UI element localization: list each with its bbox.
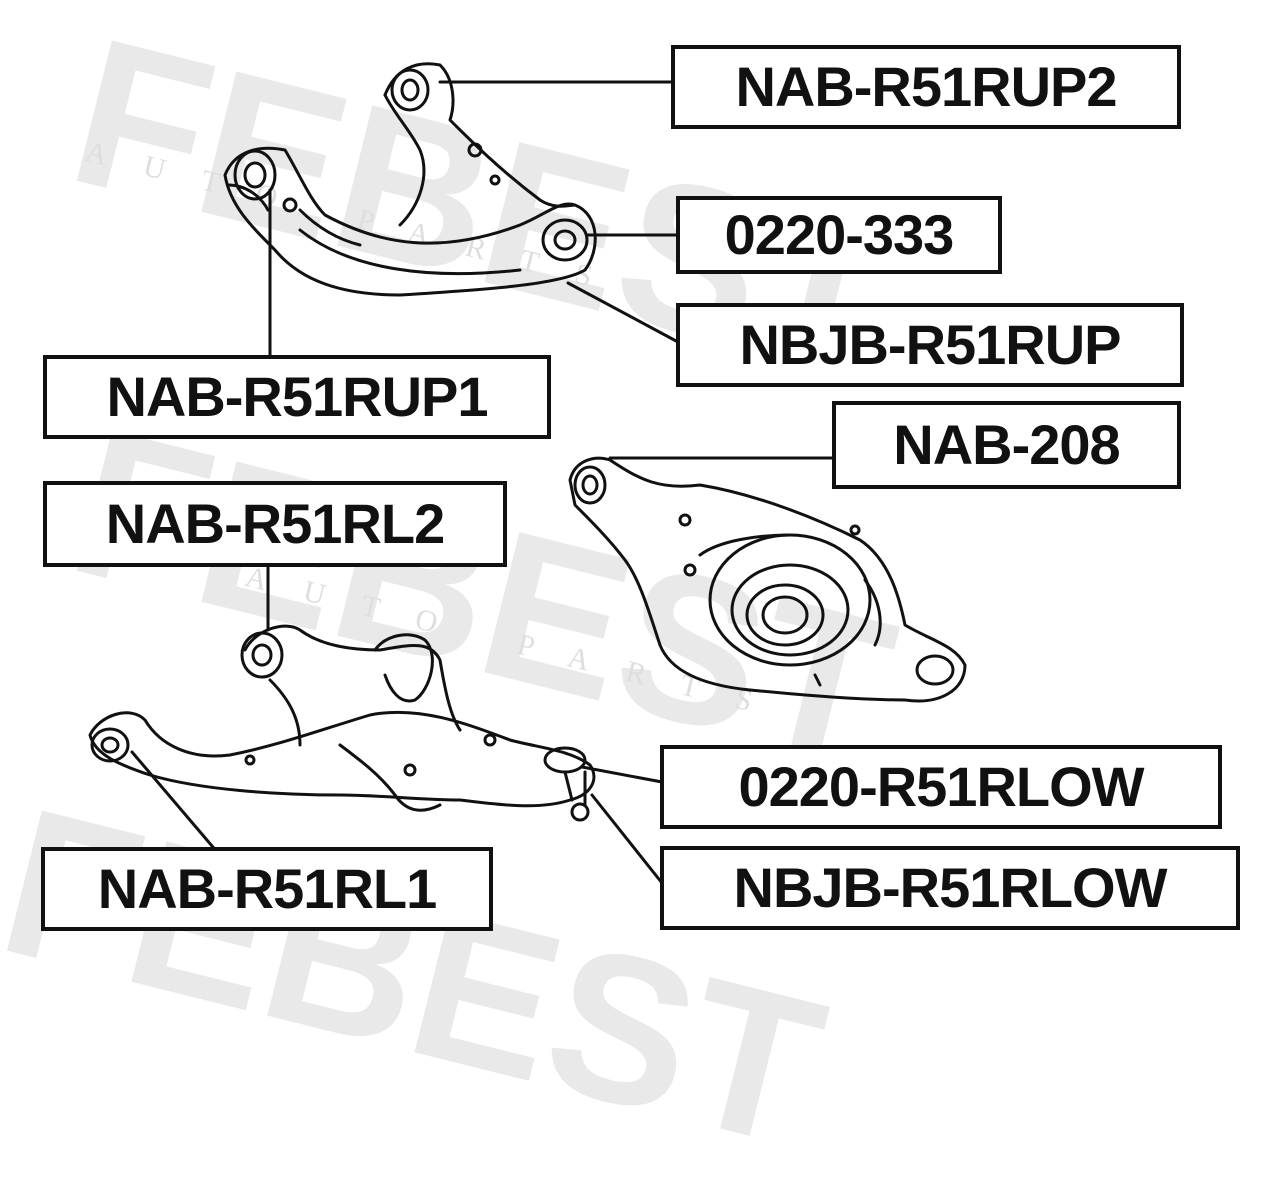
part-label-nab-r51rup2: NAB-R51RUP2	[671, 45, 1181, 129]
part-label-nbjb-r51rlow: NBJB-R51RLOW	[660, 846, 1240, 930]
part-label-nab-r51rl2: NAB-R51RL2	[43, 481, 507, 567]
part-label-nab-208: NAB-208	[832, 401, 1181, 489]
part-label-nab-r51rl1: NAB-R51RL1	[41, 847, 493, 931]
part-label-0220-r51rlow: 0220-R51RLOW	[660, 745, 1222, 829]
diagram-canvas: FEBEST AUTO PARTS FEBEST AUTO PARTS FEBE…	[0, 0, 1240, 1191]
leader-lines	[130, 80, 836, 885]
upper-control-arm	[223, 62, 597, 297]
suspension-drawing	[88, 62, 967, 885]
lower-control-arm	[88, 624, 596, 822]
part-label-nbjb-r51rup: NBJB-R51RUP	[676, 303, 1184, 387]
part-label-0220-333: 0220-333	[676, 196, 1002, 274]
rear-trailing-arm	[568, 456, 967, 703]
part-label-nab-r51rup1: NAB-R51RUP1	[43, 355, 551, 439]
